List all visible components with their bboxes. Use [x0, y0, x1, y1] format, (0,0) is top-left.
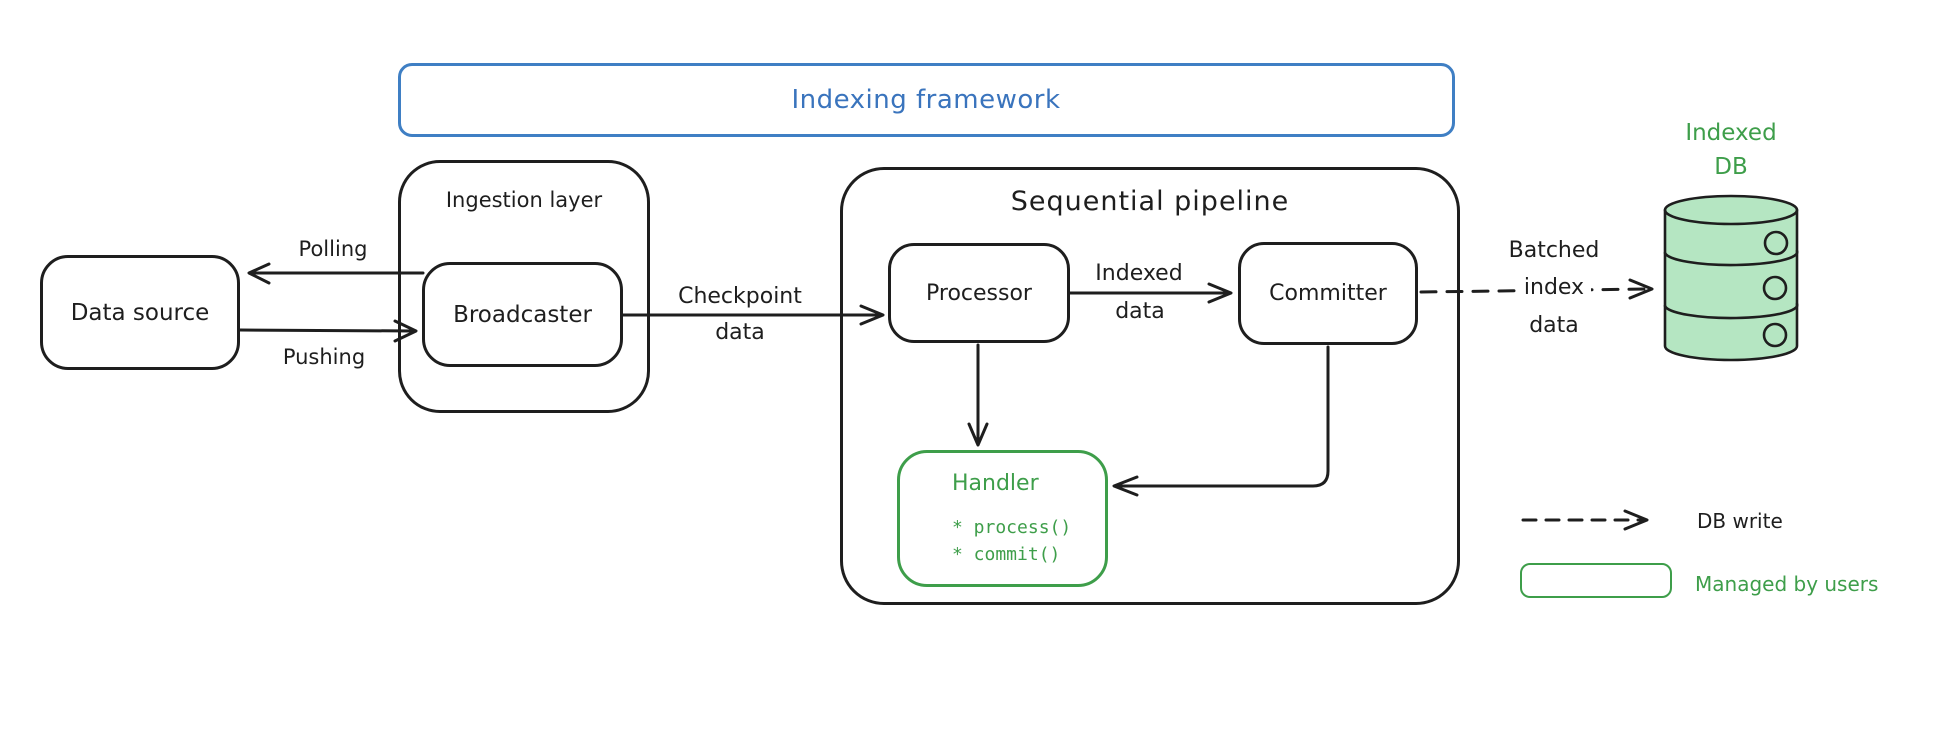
- indexing-framework-box: [398, 63, 1455, 137]
- committer-box: Committer: [1238, 242, 1418, 345]
- checkpoint-arrow: [621, 304, 885, 326]
- legend-managed-box: [1520, 563, 1672, 598]
- handler-box: [897, 450, 1108, 587]
- ingestion-layer-box: [398, 160, 650, 413]
- sequential-pipeline-box: [840, 167, 1460, 605]
- indexed-data-arrow: [1068, 282, 1233, 304]
- committer-label: Committer: [1269, 281, 1387, 306]
- data-source-label: Data source: [70, 299, 210, 326]
- polling-arrow: [247, 262, 425, 285]
- database-icon: [1663, 194, 1799, 362]
- data-source-box: Data source: [40, 255, 240, 370]
- db-write-dashed-arrow: [1419, 278, 1654, 300]
- broadcaster-box: Broadcaster: [422, 262, 623, 367]
- broadcaster-label: Broadcaster: [453, 301, 592, 328]
- processor-handler-arrow: [967, 343, 989, 447]
- committer-handler-arrow: [1112, 345, 1330, 497]
- legend-db-write-arrow: [1521, 509, 1649, 531]
- processor-label: Processor: [926, 280, 1032, 306]
- pushing-arrow: [238, 319, 418, 343]
